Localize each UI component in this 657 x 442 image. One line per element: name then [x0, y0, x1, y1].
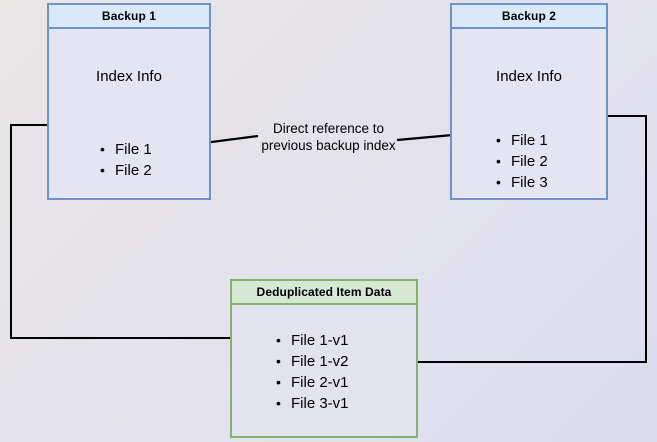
- list-item: File 1-v1: [276, 330, 349, 351]
- list-item: File 2: [100, 160, 152, 181]
- direct-reference-annotation: Direct reference to previous backup inde…: [261, 121, 396, 153]
- node-dedup-header: Deduplicated Item Data: [232, 281, 416, 305]
- list-item: File 2-v1: [276, 372, 349, 393]
- list-item: File 3: [496, 172, 548, 193]
- node-backup-1-body: Index Info File 1 File 2: [49, 29, 209, 198]
- backup-1-index-info-label: Index Info: [96, 68, 162, 85]
- dedup-file-list: File 1-v1 File 1-v2 File 2-v1 File 3-v1: [276, 330, 349, 414]
- list-item: File 3-v1: [276, 393, 349, 414]
- list-item: File 1: [100, 139, 152, 160]
- node-backup-2[interactable]: Backup 2 Index Info File 1 File 2 File 3: [450, 3, 608, 200]
- node-backup-1[interactable]: Backup 1 Index Info File 1 File 2: [47, 3, 211, 200]
- list-item: File 2: [496, 151, 548, 172]
- node-backup-2-body: Index Info File 1 File 2 File 3: [452, 29, 606, 198]
- list-item: File 1-v2: [276, 351, 349, 372]
- backup-2-file-list: File 1 File 2 File 3: [496, 130, 548, 193]
- node-deduplicated-item-data[interactable]: Deduplicated Item Data File 1-v1 File 1-…: [230, 279, 418, 438]
- backup-1-file-list: File 1 File 2: [100, 139, 152, 181]
- node-backup-1-header: Backup 1: [49, 5, 209, 29]
- list-item: File 1: [496, 130, 548, 151]
- backup-2-index-info-label: Index Info: [496, 68, 562, 85]
- node-dedup-body: File 1-v1 File 1-v2 File 2-v1 File 3-v1: [232, 305, 416, 436]
- node-backup-2-header: Backup 2: [452, 5, 606, 29]
